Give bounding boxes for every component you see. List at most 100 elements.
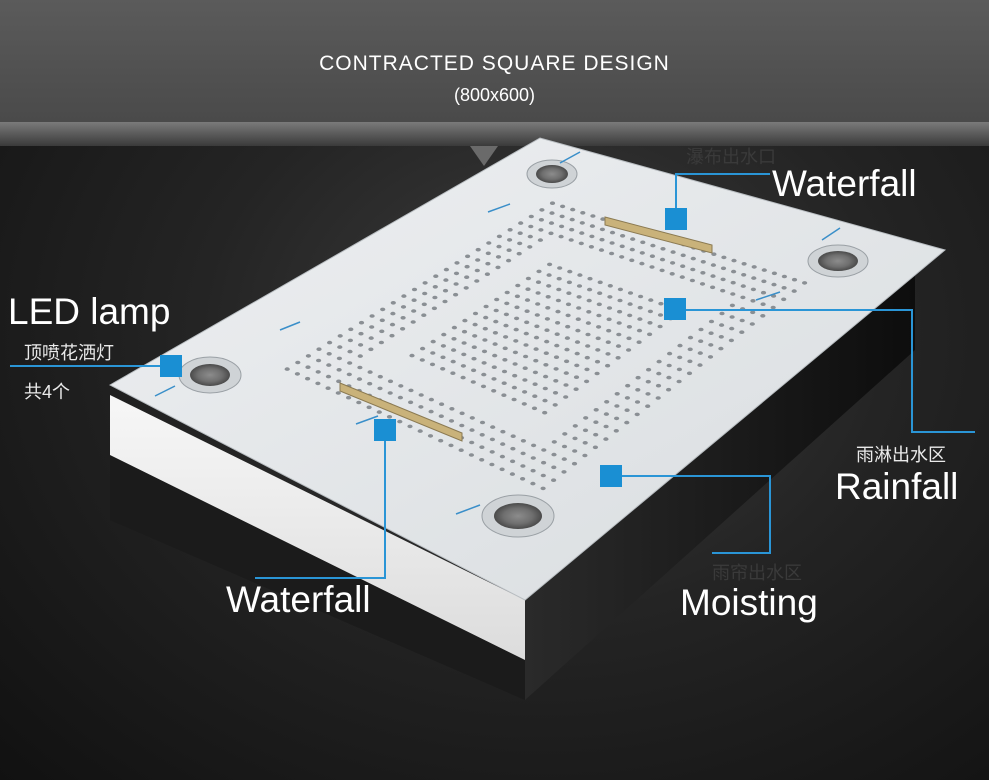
nozzle-dot [615,356,621,360]
nozzle-dot [545,295,551,299]
nozzle-dot [540,473,546,478]
nozzle-dot [669,272,675,276]
nozzle-dot [603,424,609,429]
nozzle-dot [698,327,704,332]
nozzle-dot [464,264,470,269]
nozzle-dot [531,406,538,411]
nozzle-dot [482,326,488,331]
nozzle-dot [523,331,529,336]
nozzle-dot [634,400,641,404]
nozzle-dot [614,416,620,421]
nozzle-dot [619,244,625,249]
nozzle-dot [400,305,407,309]
nozzle-dot [504,301,510,306]
nozzle-dot [468,453,474,457]
nozzle-dot [367,381,373,386]
nozzle-dot [499,454,505,459]
nozzle-dot [698,339,704,344]
nozzle-dot [305,354,311,358]
nozzle-dot [649,254,656,258]
nozzle-dot [592,445,599,450]
nozzle-dot [573,375,580,380]
nozzle-dot [305,365,311,370]
nozzle-dot [510,446,516,451]
nozzle-dot [629,258,635,263]
nozzle-dot [417,429,423,433]
nozzle-dot [522,390,528,394]
nozzle-dot [720,266,727,271]
nozzle-dot [520,464,526,468]
nozzle-dot [553,355,560,360]
nozzle-dot [626,336,632,341]
nozzle-dot [407,424,413,429]
led-lamp-2 [807,244,869,278]
nozzle-dot [730,280,736,285]
nozzle-dot [750,287,757,292]
nozzle-dot [579,231,585,235]
nozzle-dot [731,258,737,263]
nozzle-dot [471,345,477,350]
nozzle-dot [530,456,536,460]
nozzle-dot [677,343,683,348]
nozzle-dot [554,332,560,337]
moisting-cn-label: 雨帘出水区 [712,563,802,583]
nozzle-dot [590,214,596,218]
nozzle-dot [543,363,549,367]
nozzle-dot [676,367,683,372]
nozzle-dot [520,477,526,481]
nozzle-dot [479,433,485,437]
nozzle-dot [422,291,428,296]
nozzle-dot [337,334,343,338]
nozzle-dot [525,276,532,281]
nozzle-dot [781,297,787,302]
nozzle-dot [629,247,635,252]
nozzle-dot [461,341,467,345]
nozzle-dot [490,425,496,429]
nozzle-dot [421,313,427,318]
nozzle-dot [561,457,567,461]
nozzle-dot [587,276,593,281]
nozzle-dot [474,268,480,273]
nozzle-dot [506,248,512,252]
nozzle-dot [411,298,417,303]
nozzle-dot [453,271,460,276]
nozzle-dot [356,377,363,381]
nozzle-dot [485,251,491,256]
nozzle-dot [523,354,529,359]
nozzle-dot [512,362,518,366]
nozzle-dot [568,238,574,242]
nozzle-dot [348,327,354,332]
nozzle-dot [582,441,588,445]
nozzle-dot [448,443,454,448]
nozzle-dot [450,371,456,376]
banner-notch [470,146,498,166]
nozzle-dot [464,275,470,280]
nozzle-dot [624,420,630,425]
nozzle-dot [655,383,662,388]
nozzle-dot [617,298,623,303]
nozzle-dot [501,381,507,386]
nozzle-dot [535,280,542,285]
nozzle-dot [514,316,520,321]
nozzle-dot [475,258,481,262]
nozzle-dot [689,278,696,283]
nozzle-dot [584,379,590,384]
nozzle-dot [614,392,620,396]
nozzle-dot [585,344,591,348]
nozzle-dot [569,217,575,222]
nozzle-dot [559,224,565,229]
nozzle-dot [496,234,502,239]
nozzle-dot [741,262,747,266]
nozzle-dot [645,392,651,396]
nozzle-dot [389,322,396,327]
nozzle-dot [481,372,487,377]
nozzle-dot [430,339,436,344]
nozzle-dot [377,386,383,391]
nozzle-dot [469,428,475,432]
nozzle-dot [442,299,448,304]
nozzle-dot [472,311,479,316]
nozzle-dot [791,277,798,282]
nozzle-dot [489,450,495,454]
nozzle-dot [347,349,353,354]
nozzle-dot [438,414,444,419]
